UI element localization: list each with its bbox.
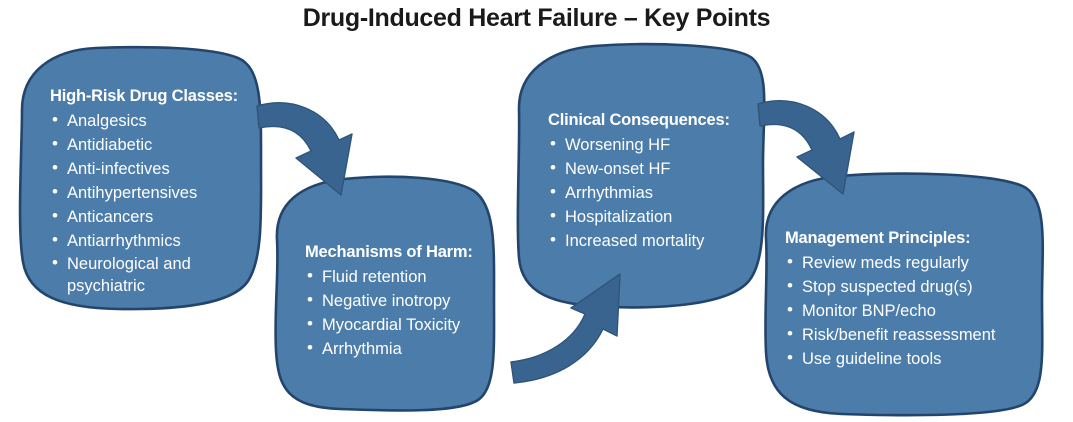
list-item: Arrhythmia: [305, 336, 473, 361]
list-item: Fluid retention: [305, 264, 473, 289]
list-item: Analgesics: [50, 108, 238, 133]
list-item: Neurological and psychiatric: [50, 252, 217, 297]
list-item: Risk/benefit reassessment: [785, 322, 996, 347]
list-item: Arrhythmias: [548, 180, 730, 205]
list-item: New-onset HF: [548, 156, 730, 181]
blob-text-high-risk-drug-classes: High-Risk Drug Classes: Analgesics Antid…: [50, 84, 238, 297]
arrow-drug-classes-to-mechanisms: [256, 102, 353, 196]
list-item: Negative inotropy: [305, 288, 473, 313]
list-item: Myocardial Toxicity: [305, 312, 473, 337]
list-item: Stop suspected drug(s): [785, 274, 996, 299]
blob-item-list: Fluid retention Negative inotropy Myocar…: [305, 264, 473, 361]
blob-heading: Mechanisms of Harm:: [305, 243, 473, 261]
arrow-consequences-to-management: [757, 100, 855, 195]
list-item: Review meds regularly: [785, 250, 996, 275]
blob-item-list: Review meds regularly Stop suspected dru…: [785, 250, 996, 371]
list-item: Worsening HF: [548, 132, 730, 157]
list-item: Increased mortality: [548, 228, 730, 253]
list-item: Antidiabetic: [50, 132, 238, 157]
arrow-mechanisms-to-consequences: [510, 273, 621, 384]
list-item: Antiarrhythmics: [50, 228, 238, 253]
page-title: Drug-Induced Heart Failure – Key Points: [302, 4, 771, 32]
blob-text-clinical-consequences: Clinical Consequences: Worsening HF New-…: [548, 108, 730, 253]
list-item: Antihypertensives: [50, 180, 238, 205]
list-item: Anticancers: [50, 204, 238, 229]
list-item: Anti-infectives: [50, 156, 238, 181]
list-item: Monitor BNP/echo: [785, 298, 996, 323]
blob-heading: Management Principles:: [785, 229, 971, 247]
blob-item-list: Worsening HF New-onset HF Arrhythmias Ho…: [548, 132, 730, 253]
blob-text-mechanisms-of-harm: Mechanisms of Harm: Fluid retention Nega…: [305, 240, 473, 361]
blob-heading: Clinical Consequences:: [548, 111, 730, 129]
blob-item-list: Analgesics Antidiabetic Anti-infectives …: [50, 108, 238, 297]
list-item: Use guideline tools: [785, 346, 996, 371]
blob-heading: High-Risk Drug Classes:: [50, 87, 238, 105]
list-item: Hospitalization: [548, 204, 730, 229]
blob-text-management-principles: Management Principles: Review meds regul…: [785, 226, 996, 371]
